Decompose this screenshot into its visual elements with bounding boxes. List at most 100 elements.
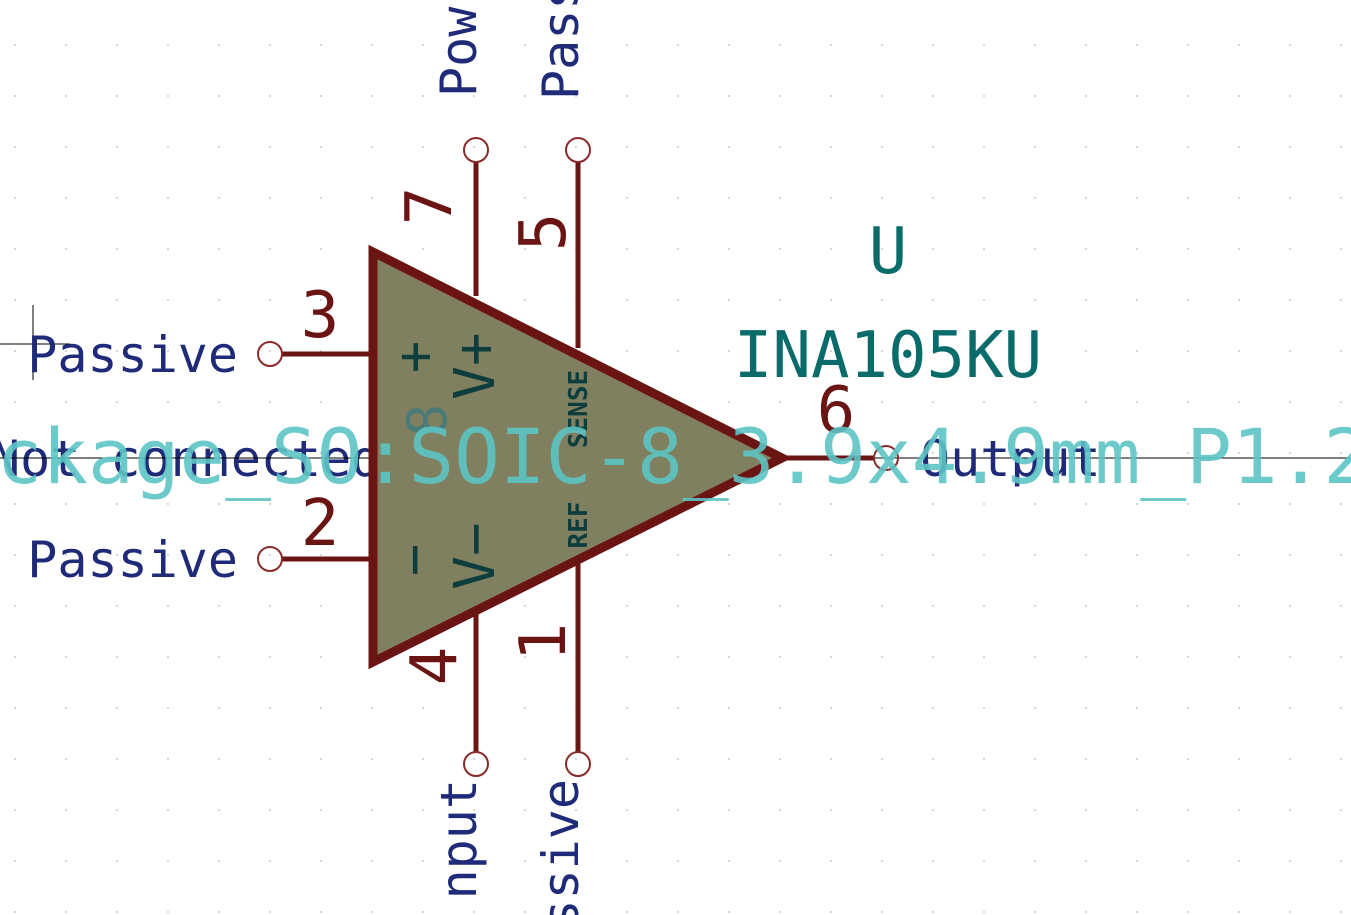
grid-dot [881,299,883,301]
grid-dot [1085,911,1087,913]
grid-dot [779,605,781,607]
grid-dot [269,554,271,556]
grid-dot [626,350,628,352]
grid-dot [422,809,424,811]
grid-dot [269,146,271,148]
grid-dot [1085,44,1087,46]
grid-dot [14,605,16,607]
grid-dot [14,95,16,97]
grid-dot [218,401,220,403]
grid-dot [320,146,322,148]
grid-dot [881,809,883,811]
vminus-label: V− [443,522,508,589]
grid-dot [269,248,271,250]
grid-dot [779,350,781,352]
reference-designator[interactable]: U [869,215,908,289]
grid-dot [65,248,67,250]
grid-dot [524,248,526,250]
grid-dot [830,503,832,505]
grid-dot [1187,860,1189,862]
grid-dot [1085,656,1087,658]
grid-dot [881,911,883,913]
grid-dot [830,554,832,556]
grid-dot [1340,656,1342,658]
grid-dot [218,452,220,454]
grid-dot [677,605,679,607]
grid-dot [626,707,628,709]
grid-dot [1136,95,1138,97]
grid-dot [779,860,781,862]
grid-dot [269,95,271,97]
grid-dot [728,911,730,913]
grid-dot [218,299,220,301]
grid-dot [167,197,169,199]
grid-dot [14,503,16,505]
grid-dot [932,503,934,505]
grid-dot [830,809,832,811]
grid-dot [14,350,16,352]
grid-dot [218,197,220,199]
grid-dot [422,95,424,97]
grid-dot [728,758,730,760]
value-label[interactable]: INA105KU [734,319,1042,393]
grid-dot [1187,44,1189,46]
pin-5-type: Passive [532,0,590,100]
pin-end-circles [257,137,899,777]
grid-dot [983,707,985,709]
grid-dot [524,809,526,811]
grid-dot [1187,707,1189,709]
grid-dot [1136,299,1138,301]
grid-dot [626,860,628,862]
grid-dot [371,860,373,862]
grid-dot [1340,146,1342,148]
grid-dot [626,809,628,811]
grid-dot [1187,248,1189,250]
grid-dot [167,605,169,607]
grid-dot [830,299,832,301]
grid-dot [881,44,883,46]
grid-dot [779,809,781,811]
grid-dot [218,911,220,913]
grid-dot [1289,44,1291,46]
pin-8-type: Not connected [0,430,381,488]
grid-dot [269,350,271,352]
grid-dot [473,860,475,862]
grid-dot [779,197,781,199]
grid-dot [65,554,67,556]
amplifier-body[interactable] [368,244,793,670]
grid-dot [167,554,169,556]
grid-dot [1136,707,1138,709]
grid-dot [218,860,220,862]
footprint-label[interactable]: Package_SO:SOIC-8_3.9x4.9mm_P1.27mm [0,412,1351,501]
grid-dot [14,401,16,403]
grid-dot [830,911,832,913]
grid-dot [1085,95,1087,97]
grid-dot [881,656,883,658]
grid-dot [65,911,67,913]
grid-dot [1085,299,1087,301]
grid-dot [932,299,934,301]
grid-dot [218,554,220,556]
pin-6-number: 6 [817,374,856,448]
grid-dot [1238,503,1240,505]
grid-dot [1136,860,1138,862]
grid-dot [1340,95,1342,97]
grid-dot [626,299,628,301]
grid-dot [167,860,169,862]
grid-dot [422,758,424,760]
grid-dot [779,707,781,709]
grid-dot [983,350,985,352]
grid-dot [320,809,322,811]
grid-dot [14,656,16,658]
grid-dot [677,350,679,352]
grid-dot [473,146,475,148]
grid-dot [575,44,577,46]
grid-dot [1187,197,1189,199]
grid-dot [677,44,679,46]
grid-dot [1238,95,1240,97]
grid-dot [1187,911,1189,913]
grid-dot [269,44,271,46]
grid-dot [1136,452,1138,454]
pin-4-number: 4 [398,647,472,686]
grid-dot [1034,248,1036,250]
